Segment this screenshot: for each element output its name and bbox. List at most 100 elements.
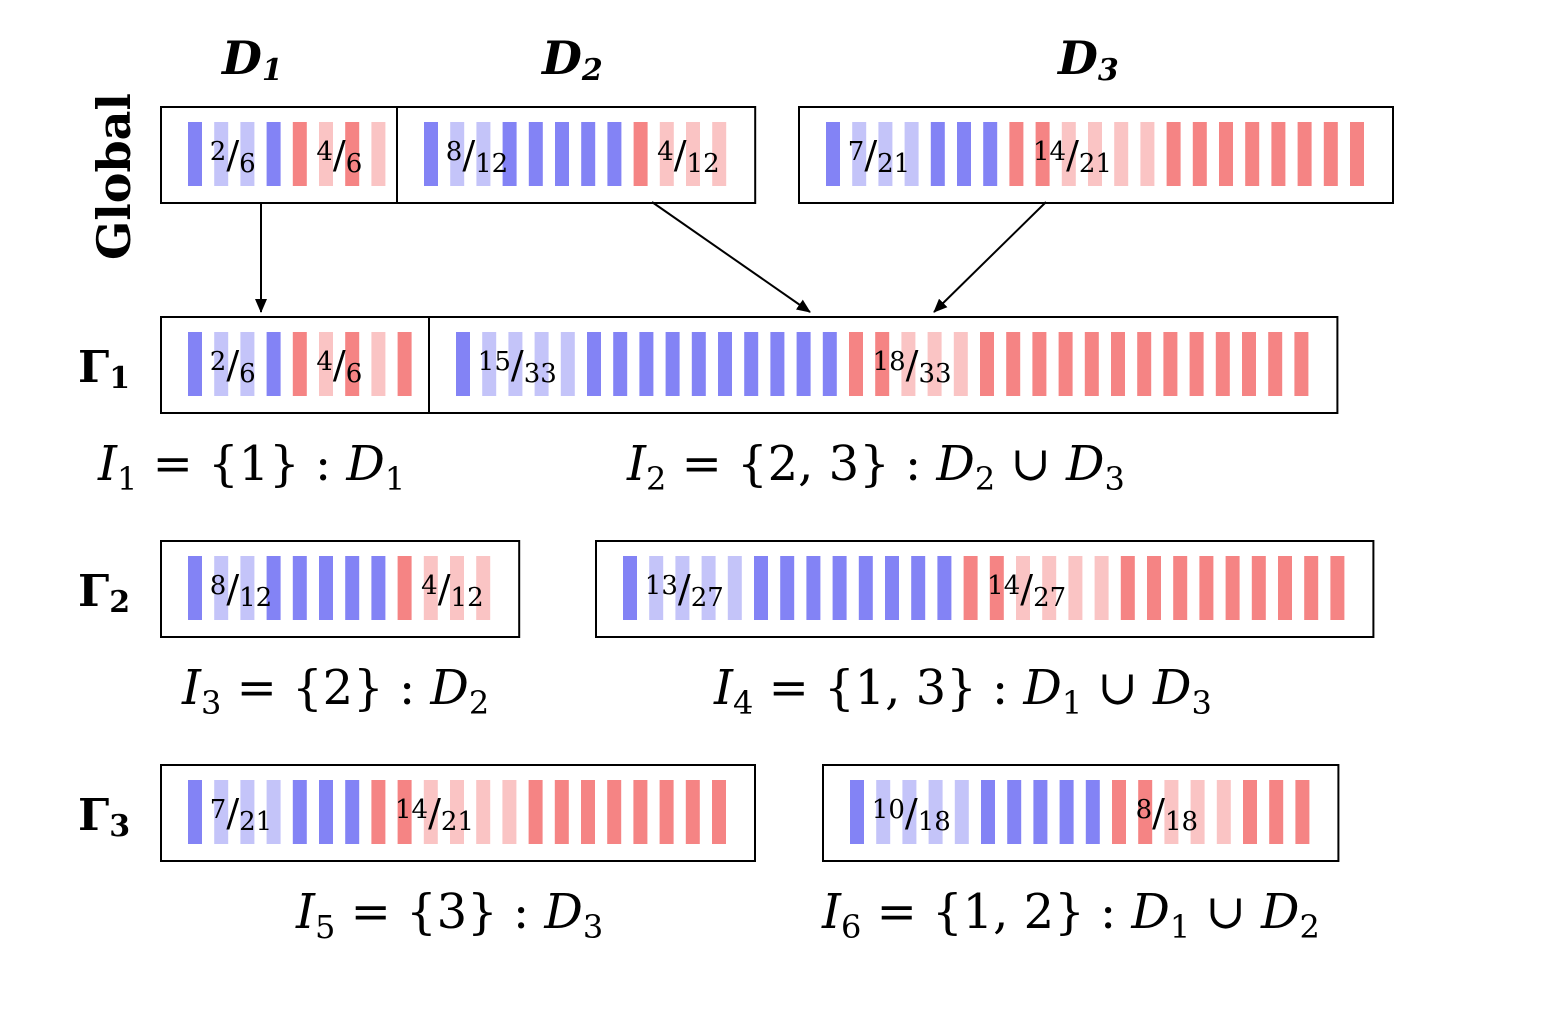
red-bar <box>450 556 464 620</box>
red-bar <box>476 556 491 620</box>
red-bar <box>371 780 386 844</box>
red-bar <box>712 780 726 844</box>
red-bar <box>1297 122 1312 186</box>
blue-bar <box>581 122 596 186</box>
fraction-label-red: 14/21 <box>395 791 474 837</box>
arrow-d3-to-gamma1 <box>933 201 1047 313</box>
blue-bar <box>806 556 821 620</box>
red-bar <box>875 332 890 396</box>
blue-bar <box>188 332 202 396</box>
red-bar <box>1189 332 1204 396</box>
header-d1: D1 <box>220 31 283 88</box>
red-bar <box>686 122 700 186</box>
red-bar <box>1138 780 1153 844</box>
fraction-label-red: 18/33 <box>873 343 952 389</box>
blue-bar <box>555 122 569 186</box>
blue-bar <box>665 332 680 396</box>
blue-bar <box>214 332 229 396</box>
red-bar <box>1242 332 1256 396</box>
fraction-label-red: 4/6 <box>316 133 362 179</box>
blue-bar <box>476 122 491 186</box>
red-bar <box>502 780 517 844</box>
red-bar <box>1330 556 1345 620</box>
blue-bar <box>508 332 523 396</box>
blue-bar <box>954 780 969 844</box>
red-bar <box>1192 122 1207 186</box>
red-bar <box>345 122 360 186</box>
red-bar <box>450 780 464 844</box>
blue-bar <box>240 556 255 620</box>
red-bar <box>1271 122 1286 186</box>
red-bar <box>633 780 648 844</box>
blue-bar <box>1085 780 1100 844</box>
red-bar <box>1350 122 1364 186</box>
red-bar <box>423 556 438 620</box>
blue-bar <box>1007 780 1022 844</box>
red-bar <box>849 332 863 396</box>
blue-bar <box>214 780 229 844</box>
red-bar <box>1016 556 1030 620</box>
red-bar <box>607 780 622 844</box>
blue-bar <box>371 556 386 620</box>
fraction-label-blue: 10/18 <box>872 791 951 837</box>
red-bar <box>397 780 412 844</box>
red-bar <box>633 122 648 186</box>
red-bar <box>528 780 543 844</box>
red-bar <box>1147 556 1161 620</box>
red-bar <box>1032 332 1047 396</box>
fraction-label-blue: 8/12 <box>446 133 508 179</box>
red-bar <box>1294 332 1309 396</box>
red-bar <box>1166 122 1181 186</box>
red-bar <box>345 332 360 396</box>
blue-bar <box>450 122 465 186</box>
red-bar <box>1061 122 1076 186</box>
red-bar <box>963 556 978 620</box>
red-bar <box>319 332 333 396</box>
fraction-label-red: 4/12 <box>421 567 483 613</box>
red-bar <box>371 122 386 186</box>
blue-bar <box>266 122 281 186</box>
blue-bar <box>826 122 840 186</box>
red-bar <box>1190 780 1205 844</box>
red-bar <box>712 122 727 186</box>
red-bar <box>953 332 968 396</box>
red-bar <box>1163 332 1178 396</box>
red-bar <box>1219 122 1233 186</box>
blue-bar <box>188 780 202 844</box>
blue-bar <box>928 780 943 844</box>
blue-bar <box>528 122 543 186</box>
blue-bar <box>534 332 549 396</box>
caption-i2: I2 = {2, 3} : D2 ∪ D3 <box>626 436 1125 498</box>
red-bar <box>1173 556 1188 620</box>
red-bar <box>1084 332 1099 396</box>
red-bar <box>1243 780 1257 844</box>
caption-i1: I1 = {1} : D1 <box>97 436 405 498</box>
blue-bar <box>319 556 333 620</box>
red-bar <box>371 332 386 396</box>
box-frame <box>595 540 1375 638</box>
blue-bar <box>981 780 995 844</box>
red-bar <box>319 122 333 186</box>
blue-bar <box>744 332 759 396</box>
row-label-gamma1: Γ1 <box>78 342 130 396</box>
red-bar <box>1278 556 1292 620</box>
blue-bar <box>292 556 307 620</box>
fraction-label-blue: 2/6 <box>210 343 256 389</box>
blue-bar <box>214 556 229 620</box>
blue-bar <box>319 780 333 844</box>
blue-bar <box>876 780 891 844</box>
red-bar <box>1068 556 1083 620</box>
red-bar <box>1304 556 1319 620</box>
blue-bar <box>502 122 517 186</box>
blue-bar <box>957 122 971 186</box>
caption-i4: I4 = {1, 3} : D1 ∪ D3 <box>713 660 1212 722</box>
red-bar <box>1137 332 1152 396</box>
fraction-label-blue: 7/21 <box>210 791 272 837</box>
row-label-gamma3: Γ3 <box>78 790 130 844</box>
red-bar <box>1323 122 1338 186</box>
fraction-label-red: 14/21 <box>1033 133 1112 179</box>
blue-bar <box>911 556 926 620</box>
